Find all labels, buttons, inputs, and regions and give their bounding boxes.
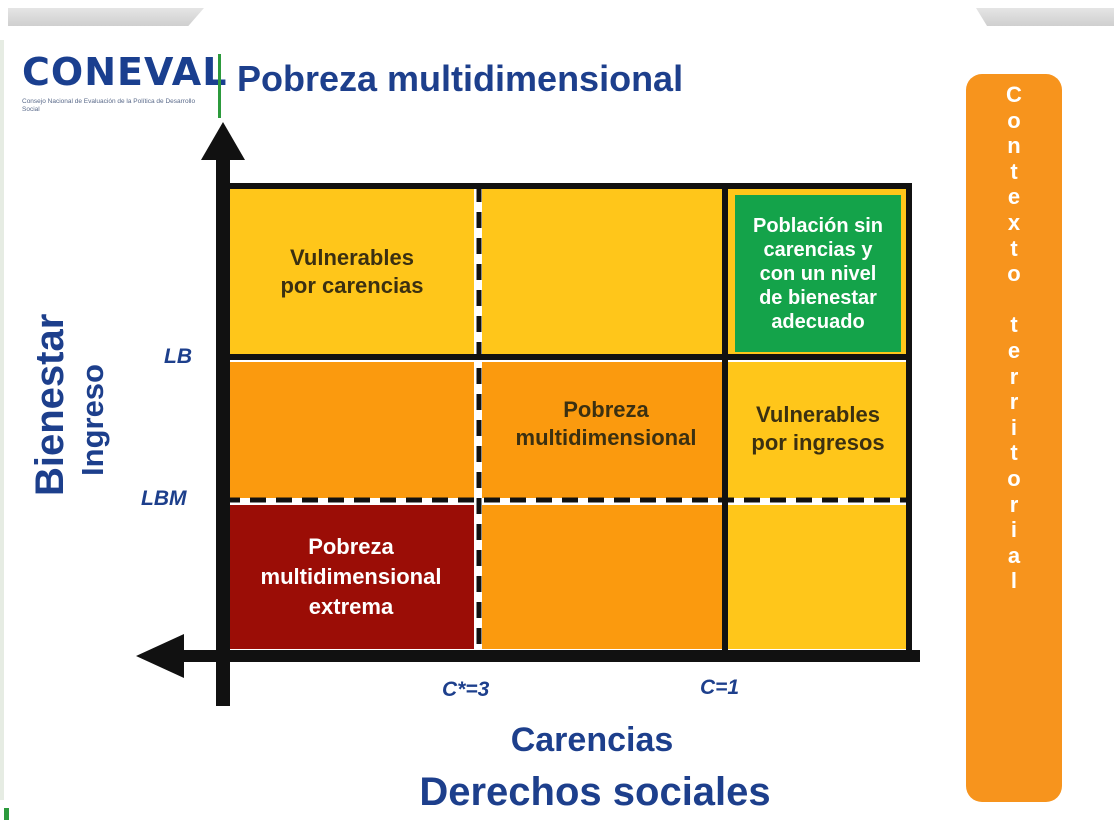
page-title: Pobreza multidimensional — [237, 58, 684, 99]
label-vulnerables-carencias: Vulnerables por carencias — [280, 245, 424, 298]
zone-fill-bottom-center — [482, 505, 722, 649]
y-axis-arrow — [201, 122, 245, 160]
label-vulnerables-ingresos: Vulnerables por ingresos — [751, 402, 885, 455]
top-decoration-right — [976, 8, 1114, 26]
zone-fill-middle-left — [228, 362, 474, 498]
zone-fill-green — [735, 195, 901, 352]
label-pobreza-extrema: Pobreza multidimensional extrema — [260, 534, 442, 619]
x-axis-arrow — [136, 634, 184, 678]
zone-fill-bottom-right — [728, 505, 908, 649]
y-axis-title-ingreso: Ingreso — [75, 364, 110, 476]
label-poblacion-sin-carencias: Población sin carencias y con un nivel d… — [752, 215, 884, 333]
title-divider — [218, 54, 221, 118]
zone-fill-top-middle — [482, 188, 722, 355]
left-edge-stripe — [0, 40, 4, 800]
label-pobreza-multidimensional: Pobreza multidimensional — [515, 397, 697, 450]
corner-mark — [4, 808, 9, 820]
top-decoration-left — [8, 8, 204, 26]
zone-fill-bottom-left — [228, 505, 474, 649]
x-axis-title-carencias: Carencias — [510, 721, 674, 759]
zone-fill-middle-center — [482, 362, 722, 498]
tick-c-star: C*=3 — [442, 678, 490, 701]
zone-fill-top-left — [228, 188, 474, 355]
tick-lbm: LBM — [141, 487, 187, 510]
zone-fill-middle-right — [728, 362, 908, 498]
coneval-logo: CONEVAL — [22, 50, 228, 94]
y-axis-title-bienestar: Bienestar — [28, 313, 72, 496]
logo-subtitle: Consejo Nacional de Evaluación de la Pol… — [22, 98, 196, 113]
tick-c1: C=1 — [700, 676, 740, 699]
tick-lb: LB — [164, 345, 192, 368]
x-axis-title-derechos: Derechos sociales — [419, 770, 771, 814]
